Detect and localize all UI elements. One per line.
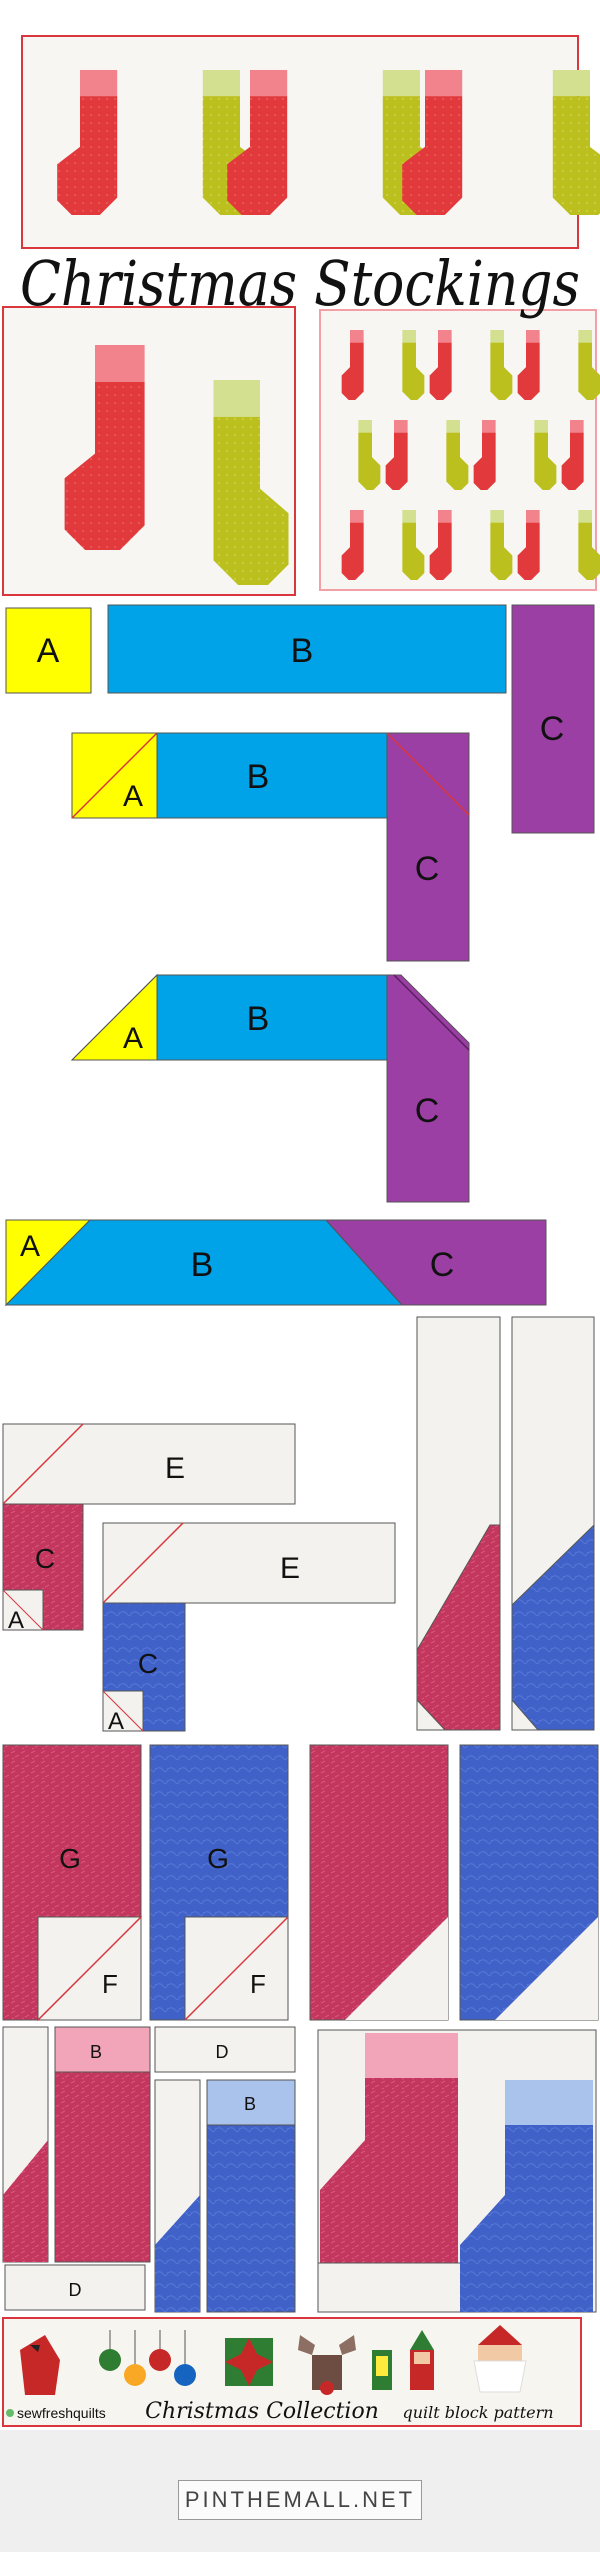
red-stocking bbox=[429, 330, 452, 400]
label-d: D bbox=[216, 2042, 229, 2062]
olive-stocking bbox=[552, 70, 600, 215]
olive-stocking bbox=[402, 510, 425, 580]
red-stocking bbox=[385, 420, 408, 490]
label-c: C bbox=[415, 850, 440, 888]
olive-stocking bbox=[446, 420, 469, 490]
page-title: Christmas Stockings bbox=[20, 247, 580, 320]
red-stocking bbox=[561, 420, 584, 490]
unit-blue: E C A bbox=[102, 1522, 396, 1735]
label-b: B bbox=[247, 758, 270, 796]
label-b: B bbox=[191, 1246, 214, 1284]
label-d: D bbox=[69, 2280, 82, 2300]
star-block-icon bbox=[225, 2338, 273, 2386]
label-b: B bbox=[247, 1000, 270, 1038]
diagram-sew-lines: A B C bbox=[71, 732, 470, 962]
label-a: A bbox=[123, 780, 143, 813]
collection-text: Christmas Collection bbox=[145, 2399, 379, 2424]
red-stocking bbox=[473, 420, 496, 490]
elf-icon bbox=[410, 2330, 434, 2390]
label-a: A bbox=[37, 632, 60, 670]
ornament-icon bbox=[99, 2330, 196, 2386]
watermark-badge[interactable]: PINTHEMALL.NET bbox=[178, 2480, 422, 2520]
red-stocking bbox=[429, 510, 452, 580]
olive-stocking bbox=[534, 420, 557, 490]
olive-stocking bbox=[578, 510, 600, 580]
red-stocking bbox=[64, 345, 145, 550]
olive-stocking bbox=[402, 330, 425, 400]
label-c: C bbox=[138, 1648, 158, 1679]
label-b: B bbox=[90, 2042, 102, 2062]
label-f: F bbox=[250, 1969, 266, 1999]
label-c: C bbox=[540, 710, 565, 748]
label-c: C bbox=[430, 1246, 455, 1284]
label-e: E bbox=[280, 1552, 300, 1585]
red-stocking bbox=[517, 510, 540, 580]
label-c: C bbox=[35, 1543, 55, 1574]
label-f: F bbox=[102, 1969, 118, 1999]
red-stocking bbox=[57, 70, 118, 215]
santa-icon bbox=[473, 2325, 527, 2393]
diagram-pieces: A B C bbox=[5, 604, 595, 834]
sewfresh-logo-icon bbox=[6, 2409, 14, 2417]
label-g: G bbox=[207, 1843, 229, 1874]
label-a: A bbox=[123, 1022, 143, 1055]
lantern-icon bbox=[372, 2350, 392, 2390]
diagram-strip: A B C bbox=[4, 1219, 547, 1307]
olive-stocking bbox=[490, 510, 513, 580]
olive-stocking bbox=[358, 420, 381, 490]
olive-stocking bbox=[213, 380, 289, 585]
cardinal-icon bbox=[20, 2335, 60, 2395]
label-a: A bbox=[20, 1230, 40, 1263]
label-a: A bbox=[8, 1607, 24, 1634]
label-b: B bbox=[244, 2094, 256, 2114]
collection-banner: sewfreshquilts Christmas Collection quil… bbox=[2, 2317, 582, 2427]
label-e: E bbox=[165, 1452, 185, 1485]
label-c: C bbox=[415, 1092, 440, 1130]
red-stocking bbox=[227, 70, 288, 215]
diagram-folded: A B C bbox=[70, 973, 470, 1203]
red-stocking bbox=[402, 70, 463, 215]
collection-subtitle: quilt block pattern bbox=[402, 2403, 553, 2422]
label-a: A bbox=[108, 1708, 124, 1735]
brand-text: sewfreshquilts bbox=[17, 2405, 106, 2421]
label-b: B bbox=[291, 632, 314, 670]
red-stocking bbox=[341, 510, 364, 580]
olive-stocking bbox=[578, 330, 600, 400]
label-g: G bbox=[59, 1843, 81, 1874]
red-stocking bbox=[517, 330, 540, 400]
gf-blocks: G F G F bbox=[2, 1744, 599, 2022]
moose-icon bbox=[298, 2335, 356, 2395]
assembly: B D D B bbox=[2, 2026, 597, 2313]
unit-pink: E C A bbox=[2, 1423, 296, 1634]
olive-stocking bbox=[490, 330, 513, 400]
tall-strips bbox=[416, 1316, 595, 1731]
red-stocking bbox=[341, 330, 364, 400]
